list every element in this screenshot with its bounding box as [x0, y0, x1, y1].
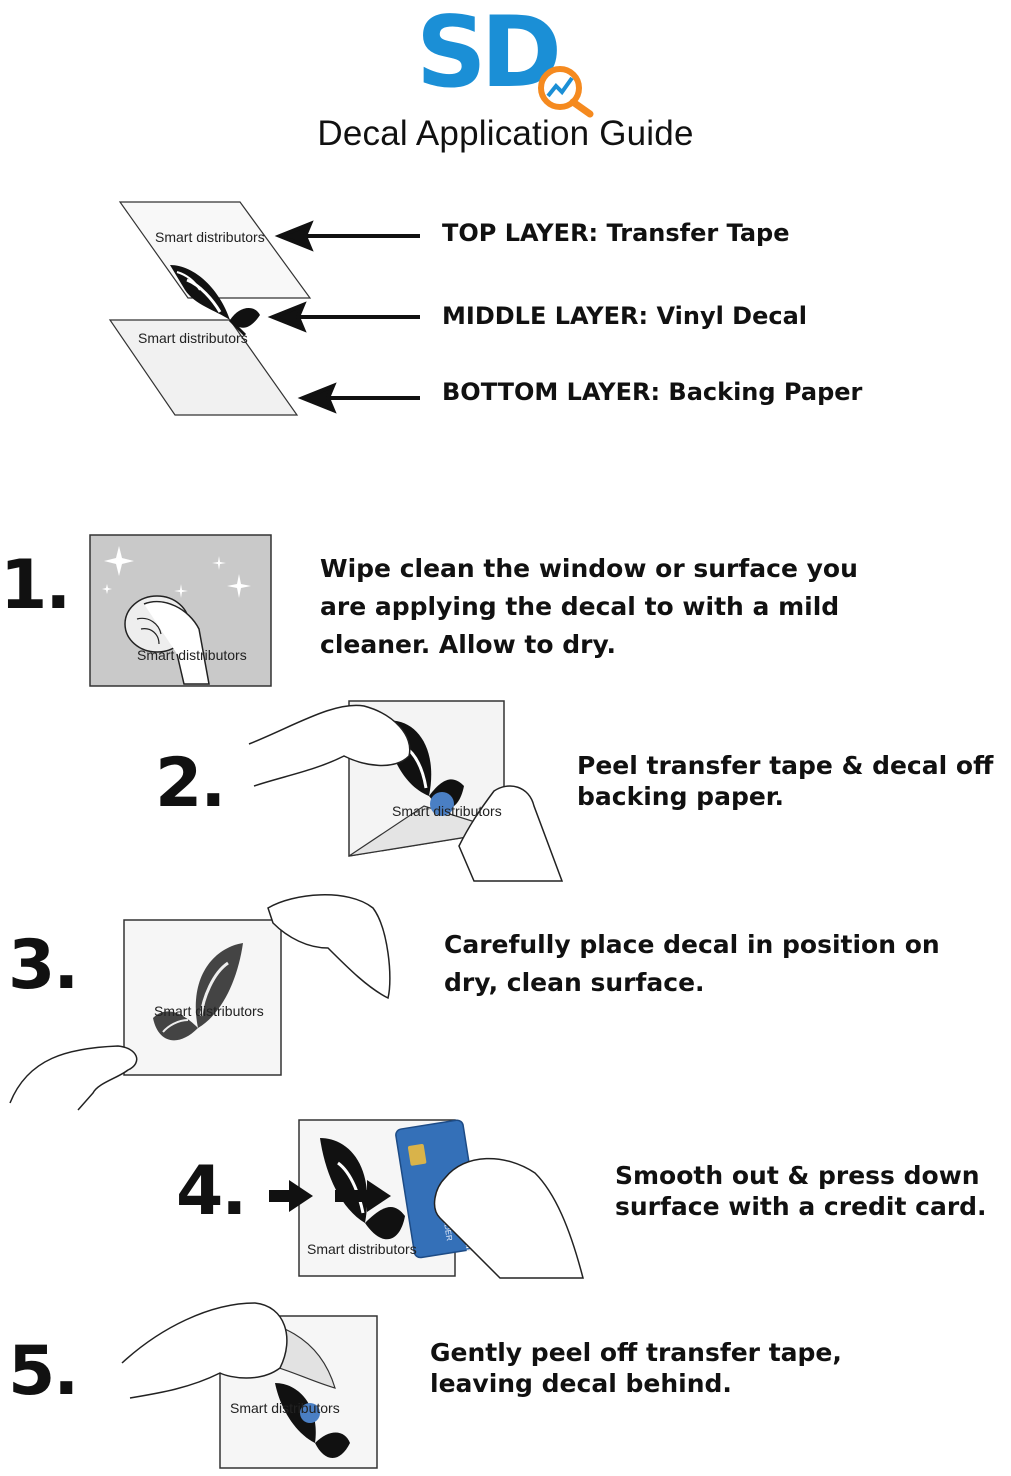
watermark: Smart distributors [137, 647, 247, 663]
watermark-bottom: Smart distributors [138, 330, 248, 346]
step-1-text: Wipe clean the window or surface you are… [320, 554, 858, 659]
logo-text: SD [416, 0, 558, 110]
watermark: Smart distributors [392, 803, 502, 819]
watermark: Smart distributors [307, 1241, 417, 1257]
step-2-text: Peel transfer tape & decal off backing p… [577, 751, 994, 811]
butterfly-icon [170, 265, 260, 337]
butterfly-icon [153, 943, 243, 1041]
step-3-number: 3. [8, 926, 79, 1005]
brand-logo: SD [410, 0, 600, 118]
place-decal-illustration: Smart distributors [8, 888, 398, 1112]
page-title: Decal Application Guide [317, 114, 694, 153]
layer-stack-illustration: Smart distributors Smart distributors [100, 190, 440, 430]
step-5-text: Gently peel off transfer tape, leaving d… [430, 1338, 842, 1398]
peel-backing-illustration: Smart distributors [244, 696, 564, 886]
watermark: Smart distributors [154, 1003, 264, 1019]
peel-tape-illustration: Smart distributors [120, 1298, 382, 1472]
step-5-number: 5. [8, 1332, 79, 1411]
arrow-icon [269, 1180, 391, 1212]
credit-card-illustration: CARDHOLDER Bank Name Smart distributors [265, 1118, 585, 1282]
step-1-number: 1. [0, 546, 71, 625]
layer-label-bottom: BOTTOM LAYER: Backing Paper [442, 378, 863, 406]
wipe-surface-illustration: Smart distributors [89, 534, 273, 688]
arrow-icon [267, 220, 420, 414]
step-4-text: Smooth out & press down surface with a c… [615, 1161, 987, 1221]
step-2-number: 2. [155, 744, 226, 823]
layer-label-top: TOP LAYER: Transfer Tape [442, 219, 790, 247]
layer-label-middle: MIDDLE LAYER: Vinyl Decal [442, 302, 808, 330]
step-4-number: 4. [176, 1152, 247, 1231]
watermark-top: Smart distributors [155, 229, 265, 245]
watermark: Smart distributors [230, 1400, 340, 1416]
step-3-text: Carefully place decal in position on dry… [444, 930, 940, 997]
butterfly-icon [275, 1383, 350, 1458]
